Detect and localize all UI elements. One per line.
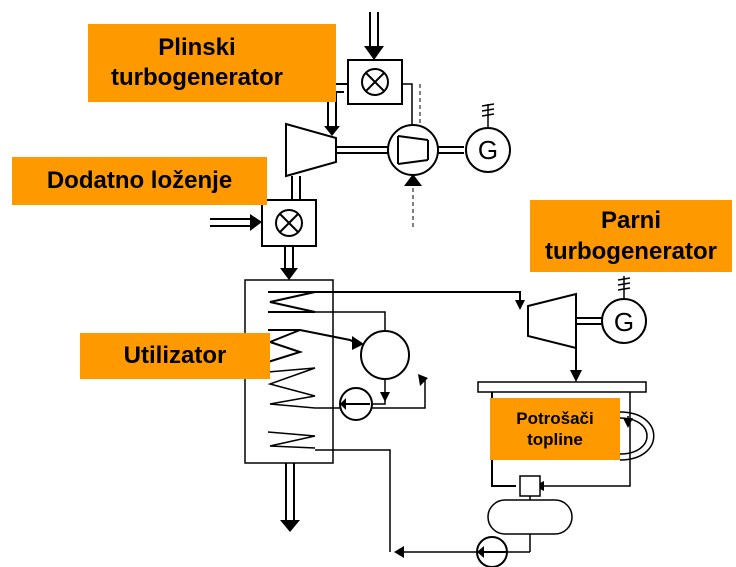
gas-line-to-hrsg	[280, 246, 298, 280]
label-gas-turbogenerator-line1: Plinski	[158, 34, 236, 61]
combustion-chamber-additional	[261, 199, 317, 247]
label-gas-turbogenerator-line2: turbogenerator	[110, 64, 283, 91]
generator-top-symbol: G	[478, 135, 498, 165]
label-heat-consumers: Potrošači topline	[490, 398, 620, 460]
circulation-pump	[339, 379, 390, 421]
label-gas-turbogenerator: Plinski turbogenerator	[88, 24, 336, 102]
label-heat-consumers-line2: topline	[527, 430, 583, 449]
heat-consumers-header	[477, 381, 647, 393]
hrsg-coil-economizer	[267, 367, 316, 409]
label-steam-turbogenerator-line1: Parni	[600, 206, 661, 234]
hrsg-coil-superheater	[268, 291, 316, 313]
compressor	[387, 124, 439, 176]
fuel-inlet-top	[364, 12, 384, 60]
label-additional-firing: Dodatno loženje	[12, 157, 267, 205]
heat-exchanger-loop	[619, 411, 655, 461]
label-utilizator-text: Utilizator	[123, 342, 227, 369]
hrsg-exhaust	[280, 463, 300, 532]
air-inlet-compressor	[404, 174, 422, 228]
steam-turbine	[527, 292, 577, 350]
generator-top: G	[465, 103, 511, 173]
gas-turbine	[285, 122, 337, 178]
label-steam-turbogenerator-line2: turbogenerator	[544, 238, 717, 265]
shaft-right	[576, 317, 602, 325]
generator-right: G	[601, 276, 647, 344]
exhaust-line-to-second-chamber	[291, 176, 301, 200]
label-steam-turbogenerator: Parni turbogenerator	[530, 200, 732, 272]
label-additional-firing-text: Dodatno loženje	[46, 167, 233, 194]
combustion-chamber-top	[347, 59, 403, 105]
hrsg-coil-preheater	[267, 431, 316, 449]
feedwater-return-line	[315, 449, 477, 558]
hrsg-coil-evaporator	[267, 329, 304, 363]
deaerator	[487, 475, 573, 535]
turbine-exhaust-to-consumers	[570, 340, 582, 382]
steam-drum	[360, 330, 410, 380]
generator-right-symbol: G	[614, 307, 634, 337]
label-heat-consumers-line1: Potrošači	[516, 408, 594, 428]
evaporator-to-drum-line	[299, 329, 364, 350]
shaft-top	[336, 146, 464, 154]
label-utilizator: Utilizator	[80, 333, 270, 379]
air-line-compressor-to-chamber	[402, 83, 421, 130]
steam-line-to-turbine	[315, 291, 525, 310]
fuel-inlet-second	[210, 214, 262, 231]
feedwater-pump	[476, 534, 531, 567]
drum-to-superheater-line	[315, 311, 386, 331]
